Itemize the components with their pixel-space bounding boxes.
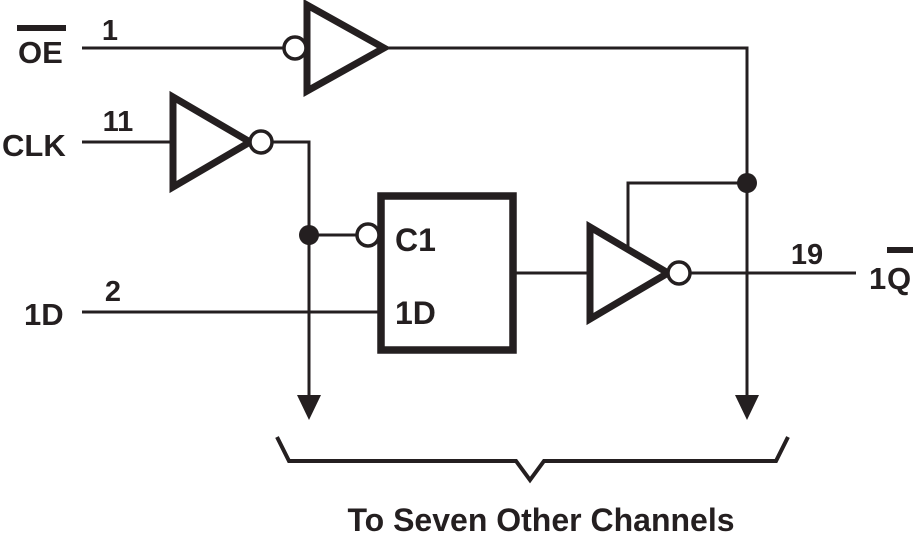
d-pin-number: 2 xyxy=(105,276,121,308)
oe-junction-dot-icon xyxy=(737,173,757,193)
latch-clock-label: C1 xyxy=(395,222,436,258)
clk-label: CLK xyxy=(2,128,66,163)
output-inverter-gate-icon xyxy=(586,220,675,326)
oe-input-bubble-icon xyxy=(282,35,308,61)
oe-pin-number: 1 xyxy=(102,15,118,47)
clk-pin-number: 11 xyxy=(103,106,134,138)
output-label-prefix: 1 xyxy=(869,261,886,296)
oe-branch-arrow-icon xyxy=(735,395,759,420)
enable-control-wire xyxy=(626,181,747,250)
brace-icon xyxy=(275,436,790,484)
clk-output-wire xyxy=(270,140,311,398)
latch-data-label: 1D xyxy=(395,295,436,331)
output-bubble-icon xyxy=(666,260,692,286)
oe-label: OE xyxy=(18,35,63,70)
clk-output-bubble-icon xyxy=(248,129,274,155)
oe-output-wire xyxy=(384,46,749,398)
output-label-base: Q xyxy=(887,261,911,296)
oe-buffer-gate-icon xyxy=(303,0,392,97)
latch-box xyxy=(377,192,517,354)
c1-input-bubble-icon xyxy=(355,222,381,248)
clk-junction-dot-icon xyxy=(299,225,319,245)
clk-inverter-gate-icon xyxy=(169,90,257,194)
d-label: 1D xyxy=(24,297,64,332)
caption-text: To Seven Other Channels xyxy=(347,502,734,537)
clk-branch-arrow-icon xyxy=(297,395,321,420)
output-pin-number: 19 xyxy=(791,239,823,271)
